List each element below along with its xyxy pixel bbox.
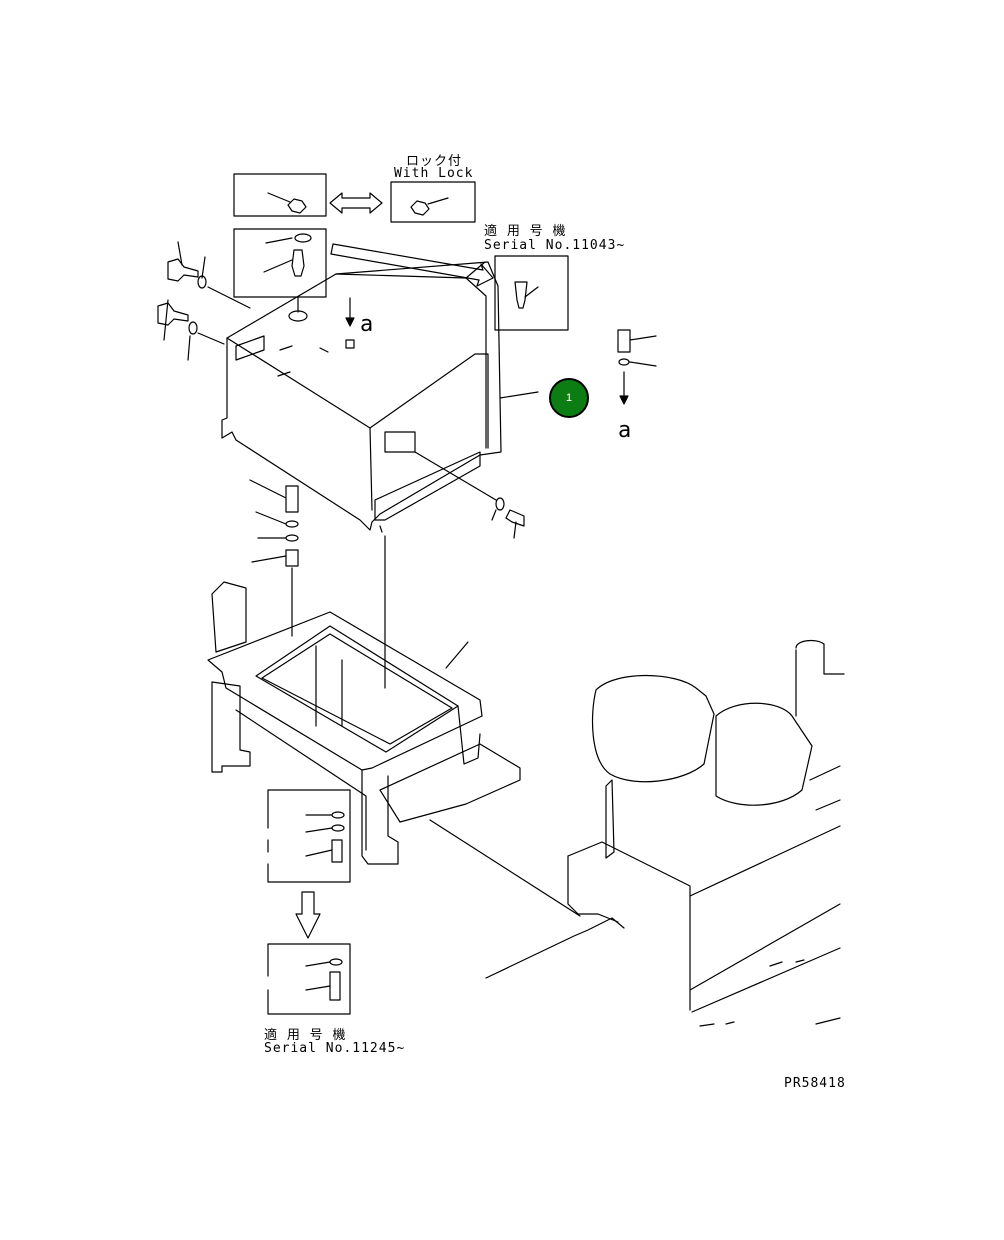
- mounting-frame: [207, 581, 581, 917]
- view-label-a-top: a: [360, 312, 374, 337]
- view-label-a-right: a: [618, 418, 632, 443]
- bolt-set-left: [157, 241, 251, 361]
- bracket-detail-box-upper: [267, 789, 351, 883]
- bolt-front: [491, 497, 525, 539]
- serial-detail-box: [494, 255, 569, 331]
- serial-label-jp-bottom: 適 用 号 機: [264, 1028, 347, 1043]
- arrow-to-serial-detail: [330, 243, 494, 287]
- serial-label-top: Serial No.11043~: [484, 238, 626, 253]
- lock-cap-detail-box: [390, 181, 476, 223]
- part-callout-1[interactable]: 1: [549, 378, 589, 418]
- mount-hardware: [249, 479, 386, 689]
- bracket-detail-box-lower: [267, 943, 351, 1015]
- engine-outline: [485, 639, 845, 1027]
- filler-detail-box: [233, 228, 327, 313]
- lock-label-en: With Lock: [394, 166, 474, 181]
- serial-label-jp-top: 適 用 号 機: [484, 224, 567, 239]
- down-arrow: [295, 891, 321, 939]
- part-callout-number: 1: [565, 392, 573, 404]
- serial-label-bottom: Serial No.11245~: [264, 1041, 406, 1056]
- cap-detail-box: [233, 173, 327, 217]
- bolt-set-right: [617, 329, 657, 405]
- view-arrow-a-top: [345, 297, 355, 327]
- double-arrow: [329, 192, 383, 214]
- drawing-number: PR58418: [784, 1076, 846, 1091]
- lock-label-jp: ロック付: [406, 154, 463, 169]
- fuel-tank: [221, 261, 539, 533]
